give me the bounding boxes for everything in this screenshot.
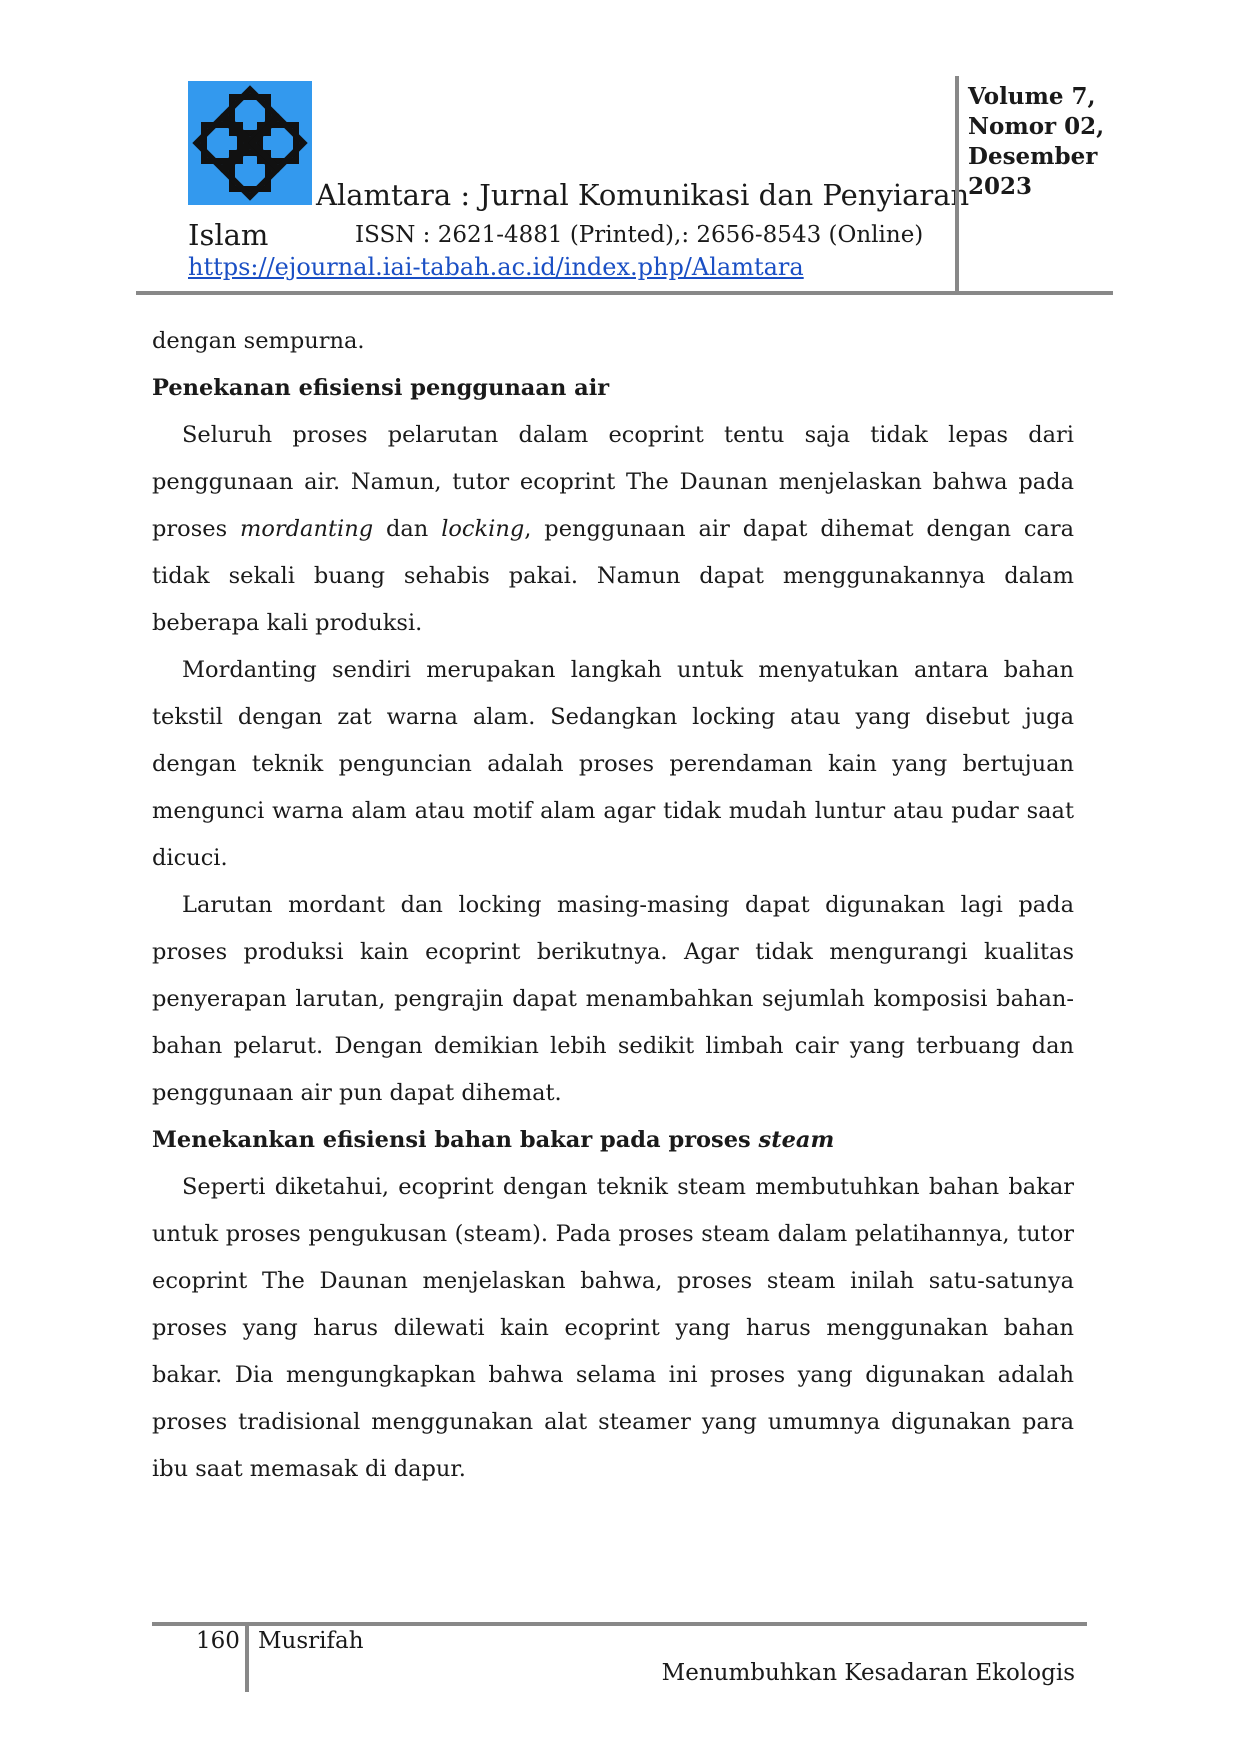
page-number: 160	[196, 1628, 240, 1654]
paragraph-mordanting: Mordanting sendiri merupakan langkah unt…	[152, 657, 1074, 871]
journal-url-link[interactable]: https://ejournal.iai-tabah.ac.id/index.p…	[188, 253, 804, 281]
journal-title: Alamtara : Jurnal Komunikasi dan Penyiar…	[316, 178, 970, 212]
paragraph-steam-process: Seperti diketahui, ecoprint dengan tekni…	[152, 1174, 1074, 1482]
article-body: dengan sempurna. Penekanan efisiensi pen…	[152, 318, 1074, 1493]
issn-line: ISSN : 2621-4881 (Printed),: 2656-8543 (…	[355, 222, 924, 248]
section-heading-water: Penekanan efisiensi penggunaan air	[152, 375, 610, 401]
paragraph-continuation: dengan sempurna.	[152, 328, 365, 354]
journal-logo	[188, 81, 312, 205]
paragraph-reuse-solution: Larutan mordant dan locking masing-masin…	[152, 892, 1074, 1106]
volume-label: Volume 7,	[968, 83, 1096, 110]
author-name: Musrifah	[258, 1628, 364, 1654]
number-label: Nomor 02,	[968, 113, 1105, 140]
footer-horizontal-divider	[152, 1622, 1087, 1626]
islamic-star-logo-icon	[192, 85, 308, 201]
issue-info: Volume 7, Nomor 02, Desember 2023	[968, 82, 1104, 202]
month-label: Desember	[968, 143, 1098, 170]
header-horizontal-divider	[136, 291, 1113, 295]
footer-vertical-divider	[245, 1622, 249, 1692]
year-label: 2023	[968, 173, 1033, 200]
header-vertical-divider	[955, 76, 959, 294]
paragraph-water-efficiency: Seluruh proses pelarutan dalam ecoprint …	[152, 422, 1075, 636]
journal-title-continued: Islam	[188, 218, 269, 252]
running-title: Menumbuhkan Kesadaran Ekologis	[661, 1660, 1075, 1686]
section-heading-fuel: Menekankan efisiensi bahan bakar pada pr…	[152, 1127, 835, 1153]
